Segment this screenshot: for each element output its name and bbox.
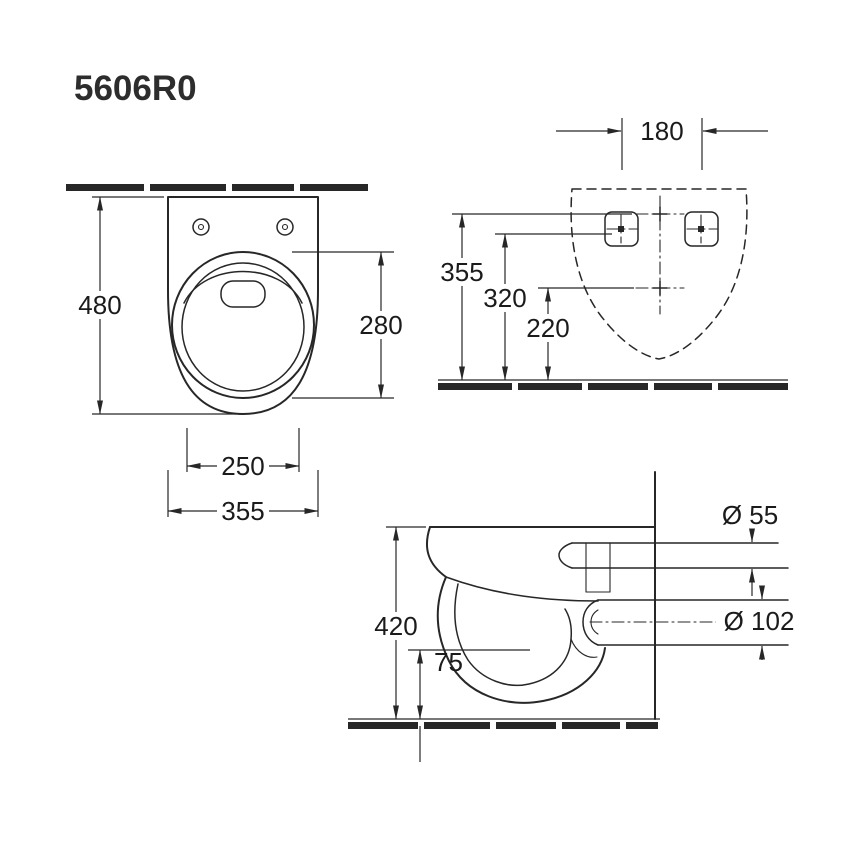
seat-hole-right-pin bbox=[281, 223, 289, 231]
dim-280-label-bg bbox=[355, 311, 407, 339]
dim-d102-label-bg bbox=[716, 608, 802, 636]
dim-420-label-bg bbox=[370, 612, 422, 640]
toilet-body-outline bbox=[167, 196, 319, 415]
floor-hatch-bar bbox=[348, 722, 418, 729]
floor-hatch-bar bbox=[438, 383, 512, 390]
fixing-hole-left-center bbox=[618, 226, 624, 232]
wall-hatch-bar bbox=[232, 184, 294, 191]
floor-hatch-bar bbox=[626, 722, 658, 729]
profile-outer bbox=[426, 526, 606, 704]
bowl-inner-rim bbox=[181, 262, 305, 392]
dim-d55-label: Ø 55 bbox=[722, 500, 778, 530]
wall-hatch-bar bbox=[300, 184, 368, 191]
dim-180-label: 180 bbox=[640, 116, 683, 146]
floor-hatch-bar bbox=[588, 383, 648, 390]
floor-hatch-bar bbox=[496, 722, 556, 729]
bowl-outer-rim bbox=[171, 251, 315, 399]
profile-inner-bowl bbox=[454, 583, 572, 687]
top-view: 480 280 250 355 bbox=[66, 184, 407, 526]
fixing-hole-right-center bbox=[698, 226, 704, 232]
seat-hole-left-pin bbox=[197, 223, 205, 231]
dim-480-label: 480 bbox=[78, 290, 121, 320]
side-view: 420 75 Ø 55 Ø 102 bbox=[348, 471, 802, 762]
profile-trap-line bbox=[570, 638, 598, 658]
wall-hatch-bar bbox=[150, 184, 226, 191]
dim-250-label-bg bbox=[217, 452, 269, 480]
product-code: 5606R0 bbox=[74, 69, 197, 108]
bowl-sump bbox=[220, 280, 266, 308]
dim-d102-label: Ø 102 bbox=[724, 606, 795, 636]
dim-355w-label: 355 bbox=[221, 496, 264, 526]
wall-hatch-bar bbox=[66, 184, 144, 191]
dim-75-label: 75 bbox=[434, 647, 463, 677]
floor-hatch-bar bbox=[718, 383, 788, 390]
dim-220-label-bg bbox=[522, 314, 574, 342]
dim-250-label: 250 bbox=[221, 451, 264, 481]
dim-355w-label-bg bbox=[217, 497, 269, 525]
fixing-hole-right bbox=[684, 211, 719, 247]
dim-280-label: 280 bbox=[359, 310, 402, 340]
outlet-pipe-cap bbox=[582, 599, 599, 646]
fixing-hole-left bbox=[604, 211, 639, 247]
dim-355h-label-bg bbox=[436, 258, 488, 286]
floor-hatch-bar bbox=[518, 383, 582, 390]
floor-hatch-bar bbox=[654, 383, 712, 390]
dim-420-label: 420 bbox=[374, 611, 417, 641]
dim-480-label-bg bbox=[74, 291, 126, 319]
seat-hole-right bbox=[276, 218, 294, 236]
profile-shelf-line bbox=[445, 576, 599, 602]
bowl-shelf-line bbox=[183, 270, 303, 304]
floor-hatch-bar bbox=[562, 722, 620, 729]
seat-hole-left bbox=[192, 218, 210, 236]
dim-320-label-bg bbox=[479, 284, 531, 312]
dim-355h-label: 355 bbox=[440, 257, 483, 287]
rear-outline-dashed bbox=[570, 188, 748, 360]
floor-hatch-bar bbox=[424, 722, 490, 729]
flush-pipe-cap bbox=[558, 542, 573, 569]
dim-220-label: 220 bbox=[526, 313, 569, 343]
rear-view: 180 355 320 220 bbox=[436, 116, 788, 390]
dim-320-label: 320 bbox=[483, 283, 526, 313]
